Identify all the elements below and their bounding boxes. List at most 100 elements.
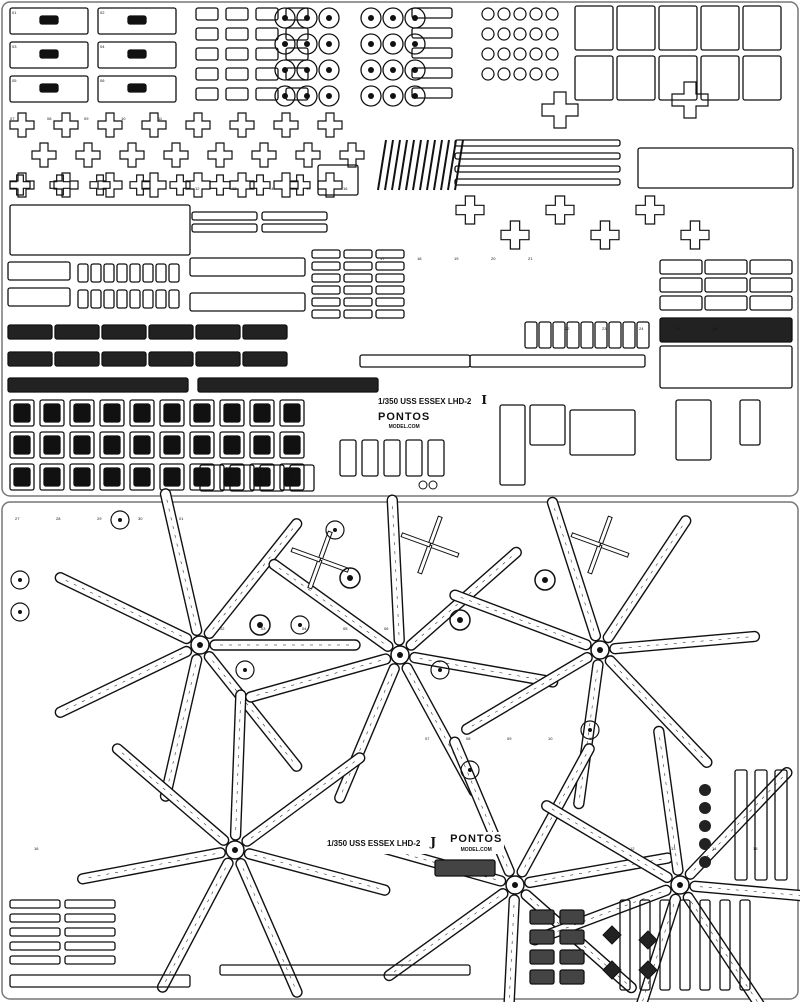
blade-panel-lines <box>507 904 515 1002</box>
part-number: 18 <box>417 256 422 261</box>
rotor-blade <box>203 518 303 639</box>
wheel-part <box>360 33 382 55</box>
blade-panel-lines <box>166 498 196 626</box>
blade-panel-lines <box>255 660 381 696</box>
grating-part <box>375 309 405 319</box>
hatch-frame <box>129 431 155 459</box>
step-part <box>9 955 61 965</box>
part-number: 14 <box>269 186 274 191</box>
ladder-part <box>659 899 671 991</box>
grated-box <box>559 969 585 985</box>
disc-part <box>545 47 559 61</box>
panel-part <box>97 7 177 35</box>
rotor-blade <box>409 651 559 688</box>
part-number: 03 <box>261 626 266 631</box>
gear-hub <box>347 575 353 581</box>
rotor-hub-center <box>397 652 403 658</box>
frame-part <box>529 404 566 446</box>
wheel-hub <box>368 67 374 73</box>
wheel-hub <box>326 93 332 99</box>
disc-part <box>513 67 527 81</box>
part-number: 09 <box>84 116 89 121</box>
wheel-part <box>404 59 426 81</box>
cross-part <box>229 172 255 198</box>
rotor-blade <box>209 639 361 651</box>
fret-j-brand-logo: PONTOS <box>450 833 503 845</box>
panel-part <box>9 75 89 103</box>
long-rail <box>454 178 621 186</box>
gear-part <box>449 609 471 631</box>
rotor-blade <box>682 891 772 1002</box>
part-number: 15 <box>306 186 311 191</box>
cross-part <box>49 174 71 196</box>
wheel-part <box>318 59 340 81</box>
tab-part <box>142 263 154 283</box>
wheel-part <box>296 33 318 55</box>
fret-j-site: MODEL.COM <box>460 846 492 853</box>
tab-part <box>77 263 89 283</box>
disc-part <box>325 520 345 540</box>
disc-part <box>290 615 310 635</box>
wheel-hub <box>282 67 288 73</box>
grated-box <box>559 929 585 945</box>
wheel-hub <box>282 93 288 99</box>
cross-part <box>671 81 709 119</box>
part-number: 04 <box>302 626 307 631</box>
blade-panel-lines <box>553 507 595 632</box>
frame-part <box>524 321 538 349</box>
cross-part <box>53 112 79 138</box>
grating-part <box>311 249 341 259</box>
step-part <box>9 941 61 951</box>
rotor-blade <box>689 880 800 905</box>
wheel-part <box>274 85 296 107</box>
rotor-blade <box>229 689 247 841</box>
gear-part <box>249 614 271 636</box>
part-number: 22 <box>565 326 570 331</box>
panel-part <box>97 75 177 103</box>
black-bar <box>7 377 189 393</box>
grating-part <box>311 273 341 283</box>
bracket-part <box>255 87 279 101</box>
rotor-blade <box>461 651 593 735</box>
tail-rotor-blade <box>307 558 323 590</box>
door-part <box>427 439 445 477</box>
step-part <box>64 927 116 937</box>
blade-panel-lines <box>690 901 764 1002</box>
blade-panel-lines <box>212 527 294 630</box>
blade-panel-lines <box>64 579 183 637</box>
wheel-part <box>296 7 318 29</box>
fret-j-title: 1/350 USS ESSEX LHD-2 <box>327 839 421 849</box>
disc-center <box>243 668 247 672</box>
ladder-part <box>191 211 258 221</box>
diamond-part <box>638 960 658 980</box>
black-bar <box>659 317 793 343</box>
wheel-hub <box>412 41 418 47</box>
hatch-frame <box>249 463 275 491</box>
grated-hatch <box>199 464 225 492</box>
disc-part <box>529 67 543 81</box>
long-rail <box>454 139 621 147</box>
tab-part <box>116 289 128 309</box>
rotor-blade <box>383 888 509 982</box>
blade-panel-lines <box>419 658 548 682</box>
door-part <box>361 439 379 477</box>
bracket-part <box>225 67 249 81</box>
part-number: 07 <box>425 736 430 741</box>
hatch-opening <box>43 467 61 487</box>
grated-box <box>559 949 585 965</box>
cross-part <box>590 220 620 250</box>
black-bar <box>197 377 379 393</box>
blade-panel-lines <box>659 736 678 866</box>
part-number: 05 <box>12 78 17 83</box>
disc-part <box>10 570 30 590</box>
hatch-frame <box>189 463 215 491</box>
bracket-part <box>225 47 249 61</box>
grated-box <box>529 909 555 925</box>
bracket-part <box>255 7 279 21</box>
wheel-part <box>382 33 404 55</box>
hatch-frame <box>99 399 125 427</box>
round-part <box>699 820 711 832</box>
blade-outline <box>682 891 772 1002</box>
ladder-part <box>739 899 751 991</box>
part-number: 28 <box>56 516 61 521</box>
